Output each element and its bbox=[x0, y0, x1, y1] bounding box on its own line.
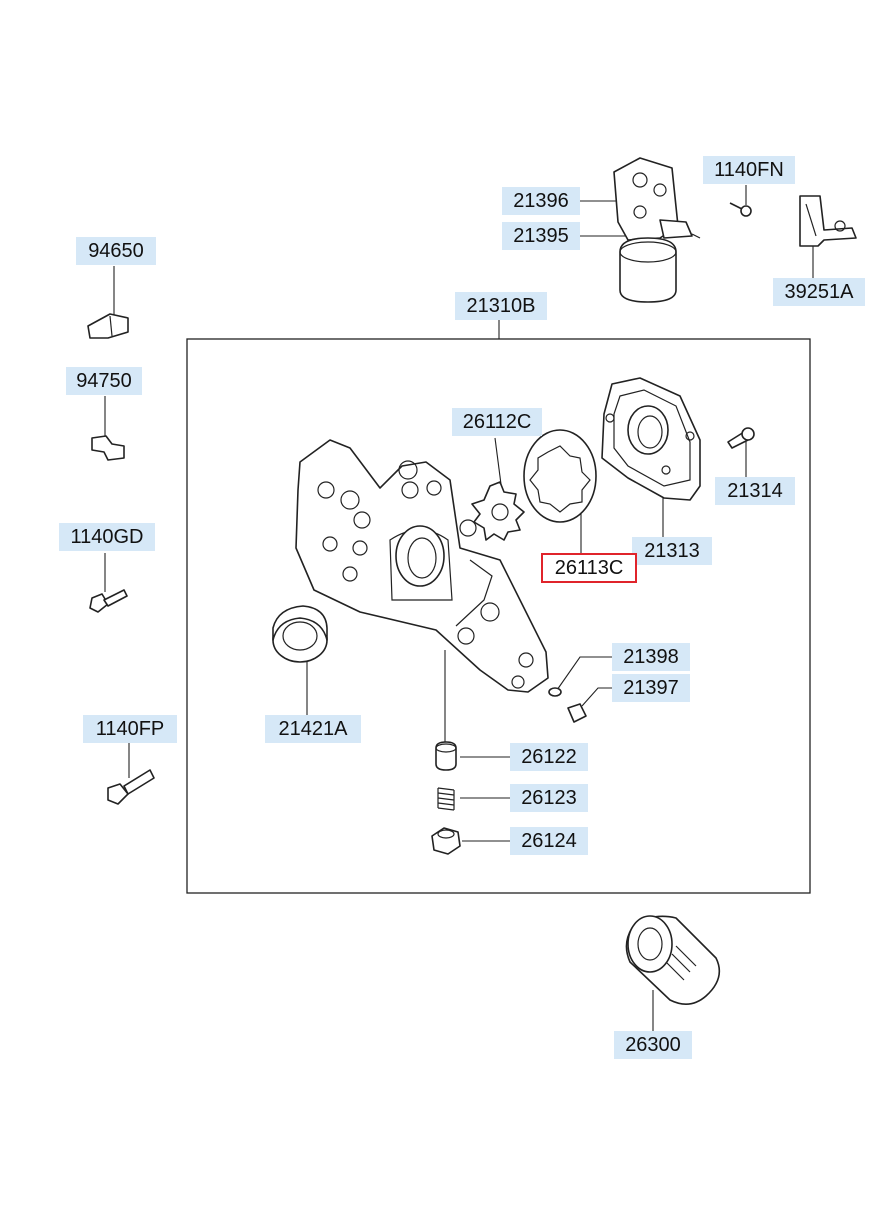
oil-filter-26300-part bbox=[625, 915, 721, 1005]
spring-26123-part bbox=[437, 787, 455, 811]
callout-26113c-highlighted[interactable]: 26113C bbox=[541, 553, 637, 583]
oil-seal-21421a-part bbox=[272, 605, 328, 663]
plug-21397-part bbox=[567, 703, 587, 723]
callout-21395[interactable]: 21395 bbox=[502, 222, 580, 250]
callout-21396[interactable]: 21396 bbox=[502, 187, 580, 215]
callout-26300[interactable]: 26300 bbox=[614, 1031, 692, 1059]
bolt-1140gd-part bbox=[89, 589, 128, 613]
callout-26123[interactable]: 26123 bbox=[510, 784, 588, 812]
callout-94650[interactable]: 94650 bbox=[76, 237, 156, 265]
callout-21421a[interactable]: 21421A bbox=[265, 715, 361, 743]
bolt-1140fp-part bbox=[107, 769, 155, 805]
plug-26124-part bbox=[431, 827, 461, 855]
callout-21310b[interactable]: 21310B bbox=[455, 292, 547, 320]
callout-94750[interactable]: 94750 bbox=[66, 367, 142, 395]
callout-1140fp[interactable]: 1140FP bbox=[83, 715, 177, 743]
callout-1140fn[interactable]: 1140FN bbox=[703, 156, 795, 184]
bracket-39251a-part bbox=[799, 195, 857, 247]
outer-rotor-26113c-part bbox=[523, 429, 597, 523]
callout-21313[interactable]: 21313 bbox=[632, 537, 712, 565]
callout-1140gd[interactable]: 1140GD bbox=[59, 523, 155, 551]
sensor-94650-part bbox=[87, 313, 129, 339]
sensor-94750-part bbox=[91, 435, 125, 461]
callout-26122[interactable]: 26122 bbox=[510, 743, 588, 771]
oil-filter-housing-part bbox=[613, 157, 701, 303]
plunger-26122-part bbox=[435, 741, 457, 771]
callout-26112c[interactable]: 26112C bbox=[452, 408, 542, 436]
pump-cover-21313-part bbox=[601, 377, 701, 501]
callout-21397[interactable]: 21397 bbox=[612, 674, 690, 702]
callout-26124[interactable]: 26124 bbox=[510, 827, 588, 855]
callout-21398[interactable]: 21398 bbox=[612, 643, 690, 671]
callout-39251a[interactable]: 39251A bbox=[773, 278, 865, 306]
screw-21314-part bbox=[727, 427, 755, 449]
washer-21398-part bbox=[548, 687, 562, 697]
bolt-1140fn-part bbox=[729, 202, 752, 217]
inner-rotor-26112c-part bbox=[471, 481, 525, 541]
callout-21314[interactable]: 21314 bbox=[715, 477, 795, 505]
oil-pump-body-part bbox=[295, 439, 549, 693]
